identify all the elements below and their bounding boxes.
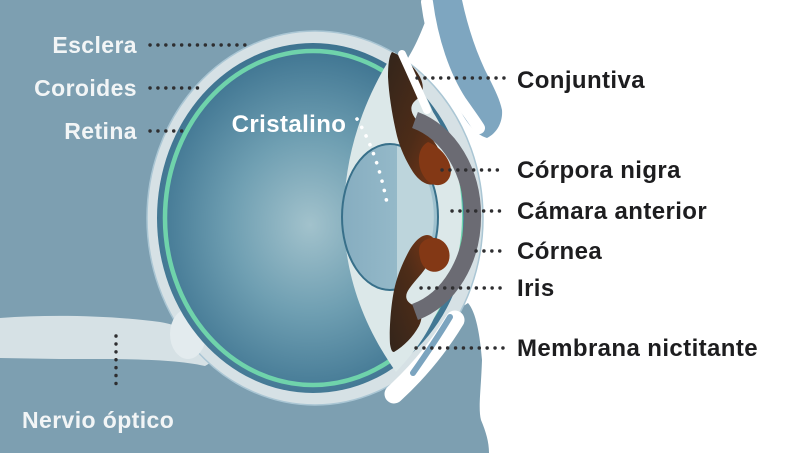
labels: Esclera Coroides Retina Cristalino Nervi… — [22, 32, 758, 433]
leader-cristalino — [355, 117, 389, 205]
optic-nerve-band — [0, 315, 214, 366]
upper-lid-white-channel — [421, 0, 485, 134]
conjunctiva-sliver — [398, 50, 431, 114]
lower-white-gap — [384, 310, 465, 404]
label-cornea: Córnea — [517, 238, 602, 265]
label-camara-anterior: Cámara anterior — [517, 198, 707, 225]
corpora-nigra-upper-blob — [418, 142, 451, 186]
corpora-nigra-lower-blob — [419, 237, 450, 272]
iris-upper — [388, 52, 451, 186]
leader-lines — [114, 43, 506, 391]
label-esclera: Esclera — [52, 32, 137, 58]
cornea-arc — [411, 112, 482, 320]
label-corpora-nigra: Córpora nigra — [517, 157, 681, 184]
label-retina: Retina — [64, 118, 137, 144]
iris-lower — [389, 234, 450, 352]
label-conjuntiva: Conjuntiva — [517, 67, 645, 94]
label-iris: Iris — [517, 275, 555, 302]
nictitating-membrane-edge — [410, 314, 453, 376]
upper-eyelid-flap — [432, 0, 503, 138]
label-membrana-nictitante: Membrana nictitante — [517, 335, 758, 362]
label-nervio-optico: Nervio óptico — [22, 407, 174, 433]
label-cristalino: Cristalino — [232, 111, 347, 138]
label-coroides: Coroides — [34, 75, 137, 101]
